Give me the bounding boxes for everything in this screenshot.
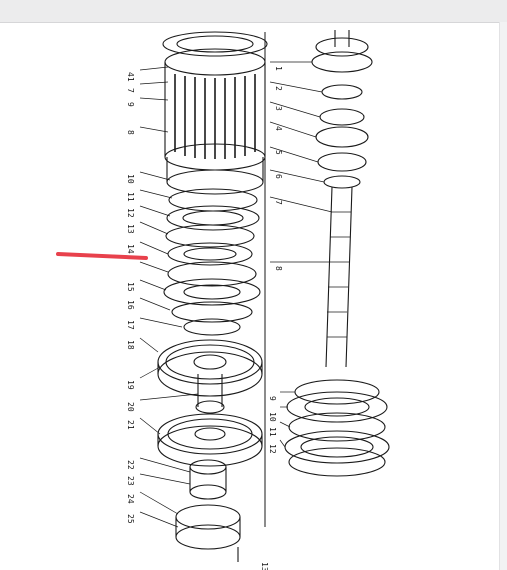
exploded-parts-diagram: 41 7 9 8 10 11 12 13 14 15 16 17 18 19 2…: [0, 22, 500, 570]
svg-text:19: 19: [126, 380, 135, 390]
upper-gear: [157, 339, 263, 414]
svg-text:7: 7: [126, 88, 135, 93]
callout-labels: 41 7 9 8 10 11 12 13 14 15 16 17 18 19 2…: [126, 66, 283, 570]
svg-text:10: 10: [126, 174, 135, 184]
red-pointer-line: [56, 252, 148, 260]
svg-text:11: 11: [268, 427, 277, 437]
svg-text:8: 8: [126, 130, 135, 135]
clutch-rings: [163, 188, 261, 336]
svg-text:8: 8: [274, 266, 283, 271]
output-shaft: [311, 30, 373, 368]
svg-text:15: 15: [126, 282, 135, 292]
right-leaders: [269, 61, 333, 448]
svg-text:14: 14: [126, 244, 135, 254]
svg-text:22: 22: [126, 460, 135, 470]
svg-text:41: 41: [126, 72, 135, 82]
left-leaders: [139, 66, 199, 528]
browser-toolbar: [0, 0, 507, 23]
scroll-gutter: [499, 22, 507, 570]
svg-text:5: 5: [274, 150, 283, 155]
svg-text:12: 12: [268, 444, 277, 454]
svg-text:25: 25: [126, 514, 135, 524]
right-clutch-pack: [284, 379, 390, 477]
svg-text:7: 7: [274, 200, 283, 205]
svg-text:13: 13: [126, 224, 135, 234]
svg-text:21: 21: [126, 420, 135, 430]
svg-text:20: 20: [126, 402, 135, 412]
svg-text:23: 23: [126, 476, 135, 486]
svg-text:9: 9: [268, 396, 277, 401]
lower-gear: [157, 413, 263, 467]
svg-text:17: 17: [126, 320, 135, 330]
top-drum: [162, 31, 268, 195]
svg-text:2: 2: [274, 86, 283, 91]
svg-text:16: 16: [126, 300, 135, 310]
svg-text:12: 12: [126, 208, 135, 218]
svg-text:3: 3: [274, 106, 283, 111]
diagram-svg: 41 7 9 8 10 11 12 13 14 15 16 17 18 19 2…: [126, 30, 390, 570]
svg-text:6: 6: [274, 174, 283, 179]
svg-text:11: 11: [126, 192, 135, 202]
svg-text:10: 10: [268, 412, 277, 422]
svg-text:24: 24: [126, 494, 135, 504]
svg-text:4: 4: [274, 126, 283, 131]
svg-text:18: 18: [126, 340, 135, 350]
svg-text:1: 1: [274, 66, 283, 71]
svg-text:9: 9: [126, 102, 135, 107]
svg-text:13: 13: [260, 562, 269, 570]
bottom-hub: [175, 459, 241, 562]
